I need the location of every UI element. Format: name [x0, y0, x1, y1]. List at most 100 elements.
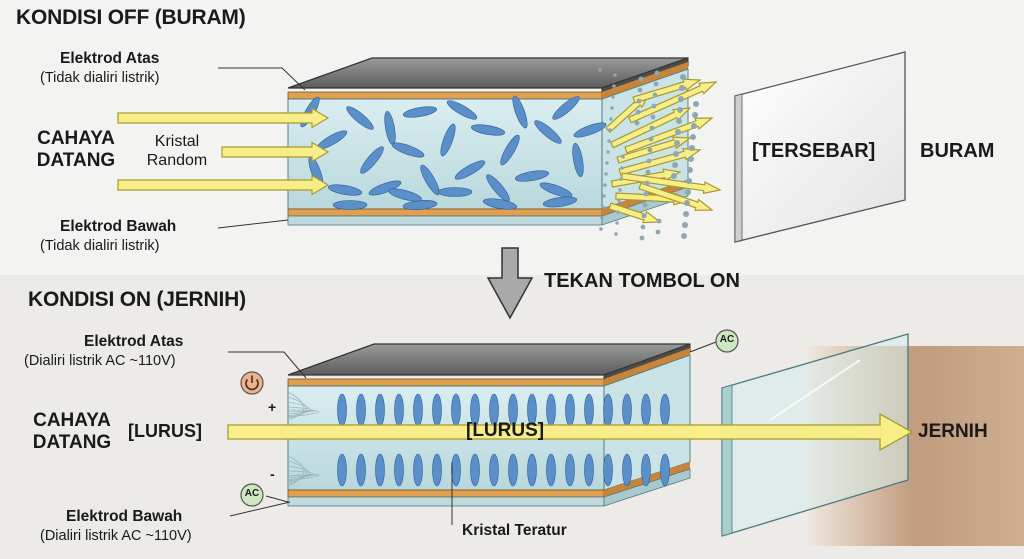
on-bottom-copper-layer [287, 489, 605, 498]
on-straight-light-arrow [227, 412, 914, 452]
on-crystal [451, 453, 461, 487]
off-crystal [360, 146, 384, 174]
off-crystal [572, 142, 584, 178]
off-scatter-dot [684, 200, 690, 206]
off-crystal [346, 106, 374, 130]
on-crystal [394, 393, 404, 427]
off-scatter-dot [647, 147, 653, 153]
off-scatter-dot [601, 205, 605, 209]
off-scatter-dot [678, 96, 684, 102]
on-crystal [375, 393, 385, 427]
off-scatter-dot [683, 211, 689, 217]
off-scatter-arrow [624, 117, 714, 154]
off-scatter-dot [689, 145, 695, 151]
on-crystal [603, 393, 613, 427]
on-light-in-line-2: DATANG [32, 432, 112, 453]
off-crystal [454, 160, 486, 180]
off-incoming-arrow [117, 107, 330, 129]
off-scatter-dot [617, 199, 621, 203]
off-scatter-dot [602, 194, 606, 198]
off-scatter-dot [692, 112, 698, 118]
on-top-electrode-note: (Dialiri listrik AC ~110V) [24, 353, 176, 369]
power-icon [240, 371, 264, 395]
off-scatter-dot [616, 210, 620, 214]
off-crystal [542, 196, 578, 208]
on-electric-field-lines [287, 391, 320, 487]
on-crystal [432, 393, 442, 427]
off-scatter-dot [687, 167, 693, 173]
off-top-leader-line [218, 67, 306, 91]
off-scatter-dot [614, 232, 618, 236]
off-scatter-dot [598, 68, 602, 72]
on-crystal [660, 393, 670, 427]
on-crystal [470, 453, 480, 487]
ac-top-label: AC [719, 334, 735, 345]
off-scatter-dot [673, 151, 679, 157]
off-scatter-dot [679, 85, 685, 91]
off-crystal [512, 95, 528, 129]
off-scatter-arrow [628, 81, 718, 124]
off-crystal [552, 96, 580, 120]
off-scatter-dot [642, 202, 648, 208]
off-crystal [391, 142, 425, 158]
off-scatter-dot [600, 216, 604, 220]
off-crystal [368, 180, 402, 196]
on-top-electrode-label: Elektrod Atas [84, 333, 184, 350]
off-crystal-line-1: Kristal [154, 133, 200, 150]
off-scatter-dot [599, 227, 603, 231]
off-crystal [470, 124, 506, 136]
off-scatter-dot [675, 129, 681, 135]
on-ac-bottom-wire [265, 495, 289, 503]
off-scatter-dot [686, 178, 692, 184]
off-scatter-dot [650, 114, 656, 120]
off-scatter-dot [681, 233, 687, 239]
off-result-label: BURAM [920, 140, 995, 162]
off-scatter-dot [603, 183, 607, 187]
off-bottom-electrode-plate [287, 215, 603, 226]
off-bottom-copper-layer [287, 208, 603, 217]
minus-sign: - [270, 466, 275, 482]
off-crystal [437, 187, 473, 197]
off-incoming-arrow [221, 141, 330, 163]
on-top-copper-side [604, 348, 690, 386]
off-scatter-dot [640, 224, 646, 230]
off-crystal [402, 106, 438, 118]
on-crystal [565, 393, 575, 427]
on-crystal [356, 393, 366, 427]
off-scatter-dot [639, 235, 645, 241]
on-field-line [287, 401, 311, 417]
off-scatter-dot [604, 172, 608, 176]
off-scatter-dot [653, 81, 659, 87]
on-bottom-electrode-note: (Dialiri listrik AC ~110V) [40, 528, 192, 544]
off-crystal [539, 182, 573, 198]
off-scatter-dot [643, 191, 649, 197]
on-straight-label-center: [LURUS] [466, 420, 545, 441]
on-aligned-crystals [337, 393, 670, 487]
on-crystal [546, 453, 556, 487]
on-crystal [660, 453, 670, 487]
off-crystal [486, 174, 510, 202]
off-crystal [446, 100, 478, 120]
off-top-electrode-label: Elektrod Atas [60, 50, 160, 67]
off-light-in-line-2: DATANG [36, 150, 116, 171]
on-pane-edge [721, 384, 733, 537]
on-crystal [584, 453, 594, 487]
off-top-electrode-note: (Tidak dialiri listrik) [40, 70, 160, 86]
on-top-copper-layer [287, 378, 605, 387]
off-scatter-dot [615, 221, 619, 225]
on-crystal [622, 393, 632, 427]
down-arrow-icon [486, 247, 534, 320]
off-scatter-label: [TERSEBAR] [752, 140, 876, 162]
off-title: KONDISI OFF (BURAM) [16, 6, 246, 29]
off-crystal [482, 198, 518, 210]
off-crystal [420, 164, 440, 196]
on-crystal [565, 453, 575, 487]
off-scattered-light [598, 68, 722, 241]
on-bottom-electrode-label: Elektrod Bawah [66, 508, 183, 525]
off-crystal [440, 123, 456, 157]
on-crystal [489, 453, 499, 487]
off-scatter-dot [637, 87, 643, 93]
on-field-line [287, 409, 320, 418]
off-incoming-light-arrows [117, 107, 330, 196]
on-field-line [287, 470, 314, 481]
